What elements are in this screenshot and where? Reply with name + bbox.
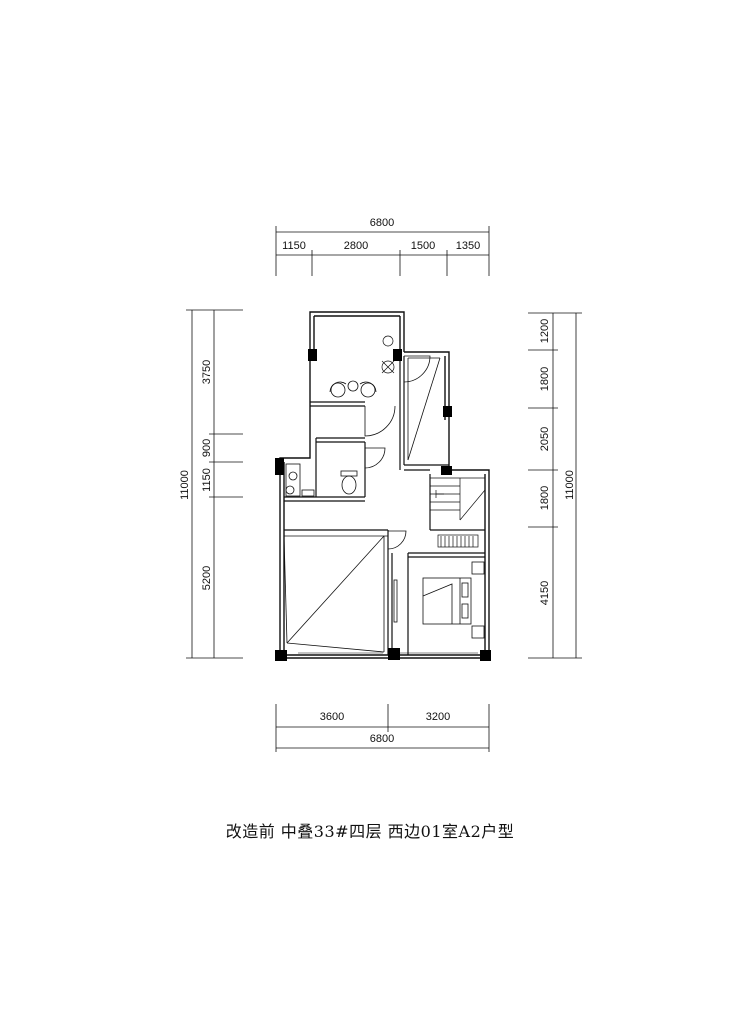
staircase xyxy=(430,477,486,521)
right-dimension-1: 1200 xyxy=(539,319,551,343)
floor-plan-caption: 改造前 中叠33#四层 西边01室A2户型 xyxy=(225,822,515,841)
top-total-dimension: 6800 xyxy=(370,217,394,229)
top-dimension-1: 1150 xyxy=(282,240,306,252)
left-dimension-2: 900 xyxy=(201,439,213,457)
bottom-dimension-1: 3600 xyxy=(320,711,344,723)
right-dimension-3: 2050 xyxy=(539,427,551,451)
wardrobe-panel xyxy=(393,579,398,623)
top-dimension-4: 1350 xyxy=(456,240,480,252)
right-total-dimension: 11000 xyxy=(564,470,576,500)
left-dimension-4: 5200 xyxy=(201,566,213,590)
balcony-chairs xyxy=(329,380,377,398)
washbasin-icon xyxy=(285,463,315,497)
right-dimension-lines xyxy=(528,312,582,659)
left-dimension-3: 1150 xyxy=(201,468,213,492)
interior-walls xyxy=(284,356,485,655)
terrace-fold xyxy=(407,357,441,461)
bottom-windows xyxy=(298,652,478,656)
top-dimension-lines xyxy=(275,226,490,276)
toilet-icon xyxy=(340,470,358,495)
bottom-dimension-lines xyxy=(275,704,490,752)
bottom-dimension-2: 3200 xyxy=(426,711,450,723)
top-dimension-3: 1500 xyxy=(411,240,435,252)
living-room-diagonals xyxy=(283,535,388,653)
top-dimension-2: 2800 xyxy=(344,240,368,252)
structural-columns xyxy=(275,349,491,661)
right-dimension-2: 1800 xyxy=(539,367,551,391)
potted-plant-icon xyxy=(381,335,395,374)
doors xyxy=(364,355,431,550)
right-dimension-4: 1800 xyxy=(539,486,551,510)
bottom-total-dimension: 6800 xyxy=(370,733,394,745)
stair-treads xyxy=(437,534,479,548)
left-total-dimension: 11000 xyxy=(179,470,191,500)
left-dimension-lines xyxy=(186,309,243,659)
bed-icon xyxy=(422,561,485,639)
left-dimension-1: 3750 xyxy=(201,360,213,384)
right-dimension-5: 4150 xyxy=(539,581,551,605)
